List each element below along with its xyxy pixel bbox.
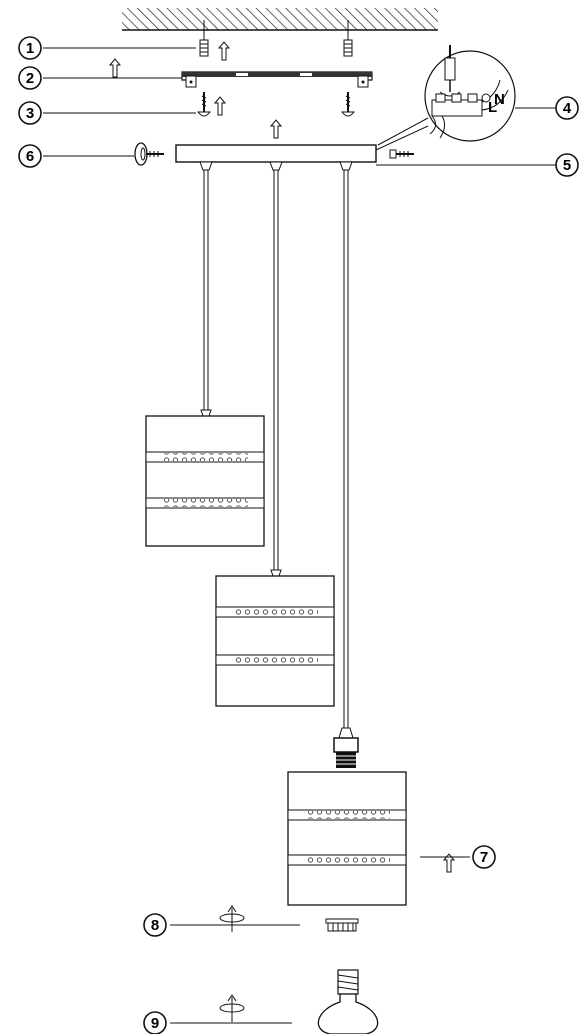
side-screw <box>389 149 414 159</box>
callout-6: 6 <box>26 148 34 165</box>
callout-7: 7 <box>480 849 488 866</box>
callout-9: 9 <box>151 1015 159 1032</box>
lamp-shade-2 <box>215 569 335 707</box>
lamp-shade-1 <box>145 409 265 547</box>
callout-8: 8 <box>151 917 159 934</box>
screw-right <box>340 92 356 117</box>
callout-circles <box>18 36 579 1034</box>
leader-lines <box>43 47 556 1024</box>
lamp-shade-3 <box>287 771 407 906</box>
terminal-block-detail <box>375 45 516 151</box>
canopy-plate <box>175 144 377 171</box>
wall-plug-right <box>343 20 353 57</box>
callout-4: 4 <box>563 100 572 117</box>
callout-5: 5 <box>563 157 571 174</box>
up-arrows <box>108 41 456 873</box>
shade-ring <box>325 918 359 932</box>
wall-plug-left <box>199 20 209 57</box>
ceiling <box>122 8 438 31</box>
rotate-arrows <box>219 905 245 1022</box>
live-wire-label: L <box>488 99 497 116</box>
callout-2: 2 <box>26 70 34 87</box>
neutral-wire-label: N <box>494 91 505 108</box>
power-cords <box>203 170 349 728</box>
lamp-holder <box>333 727 359 768</box>
screw-left <box>196 92 212 117</box>
mounting-bracket <box>181 71 373 88</box>
light-bulb <box>317 969 379 1034</box>
callout-1: 1 <box>26 40 34 57</box>
decorative-nut <box>134 142 164 166</box>
callout-3: 3 <box>26 105 34 122</box>
